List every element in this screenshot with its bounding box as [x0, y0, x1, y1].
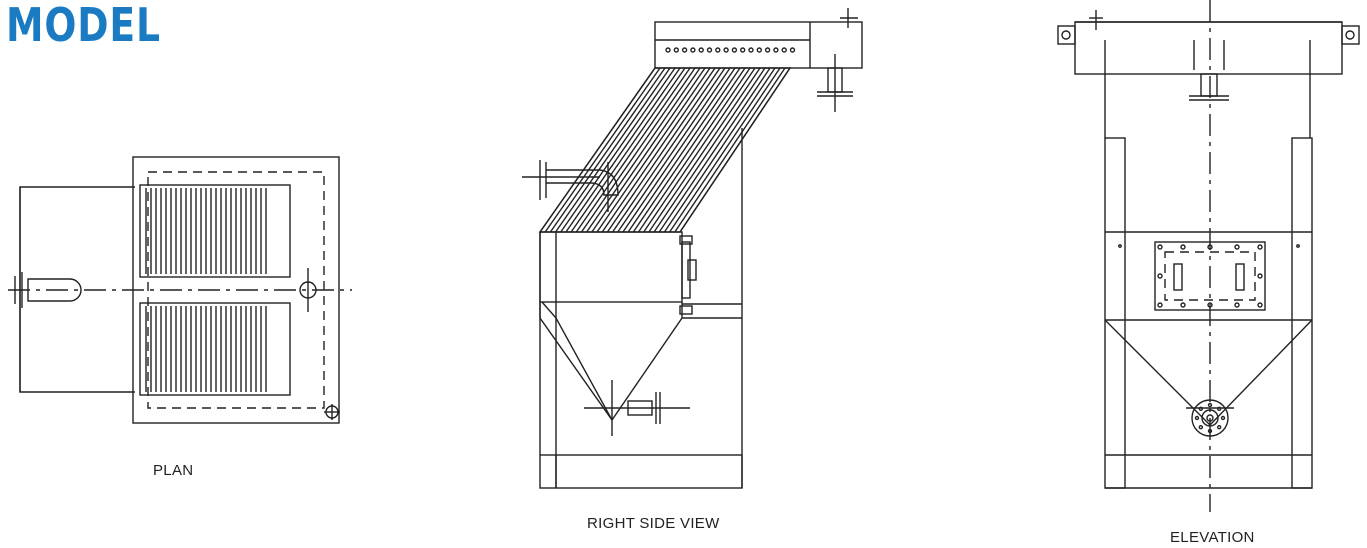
elevation-drawing: [1057, 0, 1360, 512]
elevation-view-label: ELEVATION: [1170, 529, 1255, 546]
right-side-view-label: RIGHT SIDE VIEW: [587, 515, 720, 532]
plan-view-drawing: [8, 156, 352, 424]
plan-view-label: PLAN: [153, 462, 194, 479]
right-side-view-drawing: [522, 8, 863, 489]
page-title: MODEL: [6, 0, 161, 52]
